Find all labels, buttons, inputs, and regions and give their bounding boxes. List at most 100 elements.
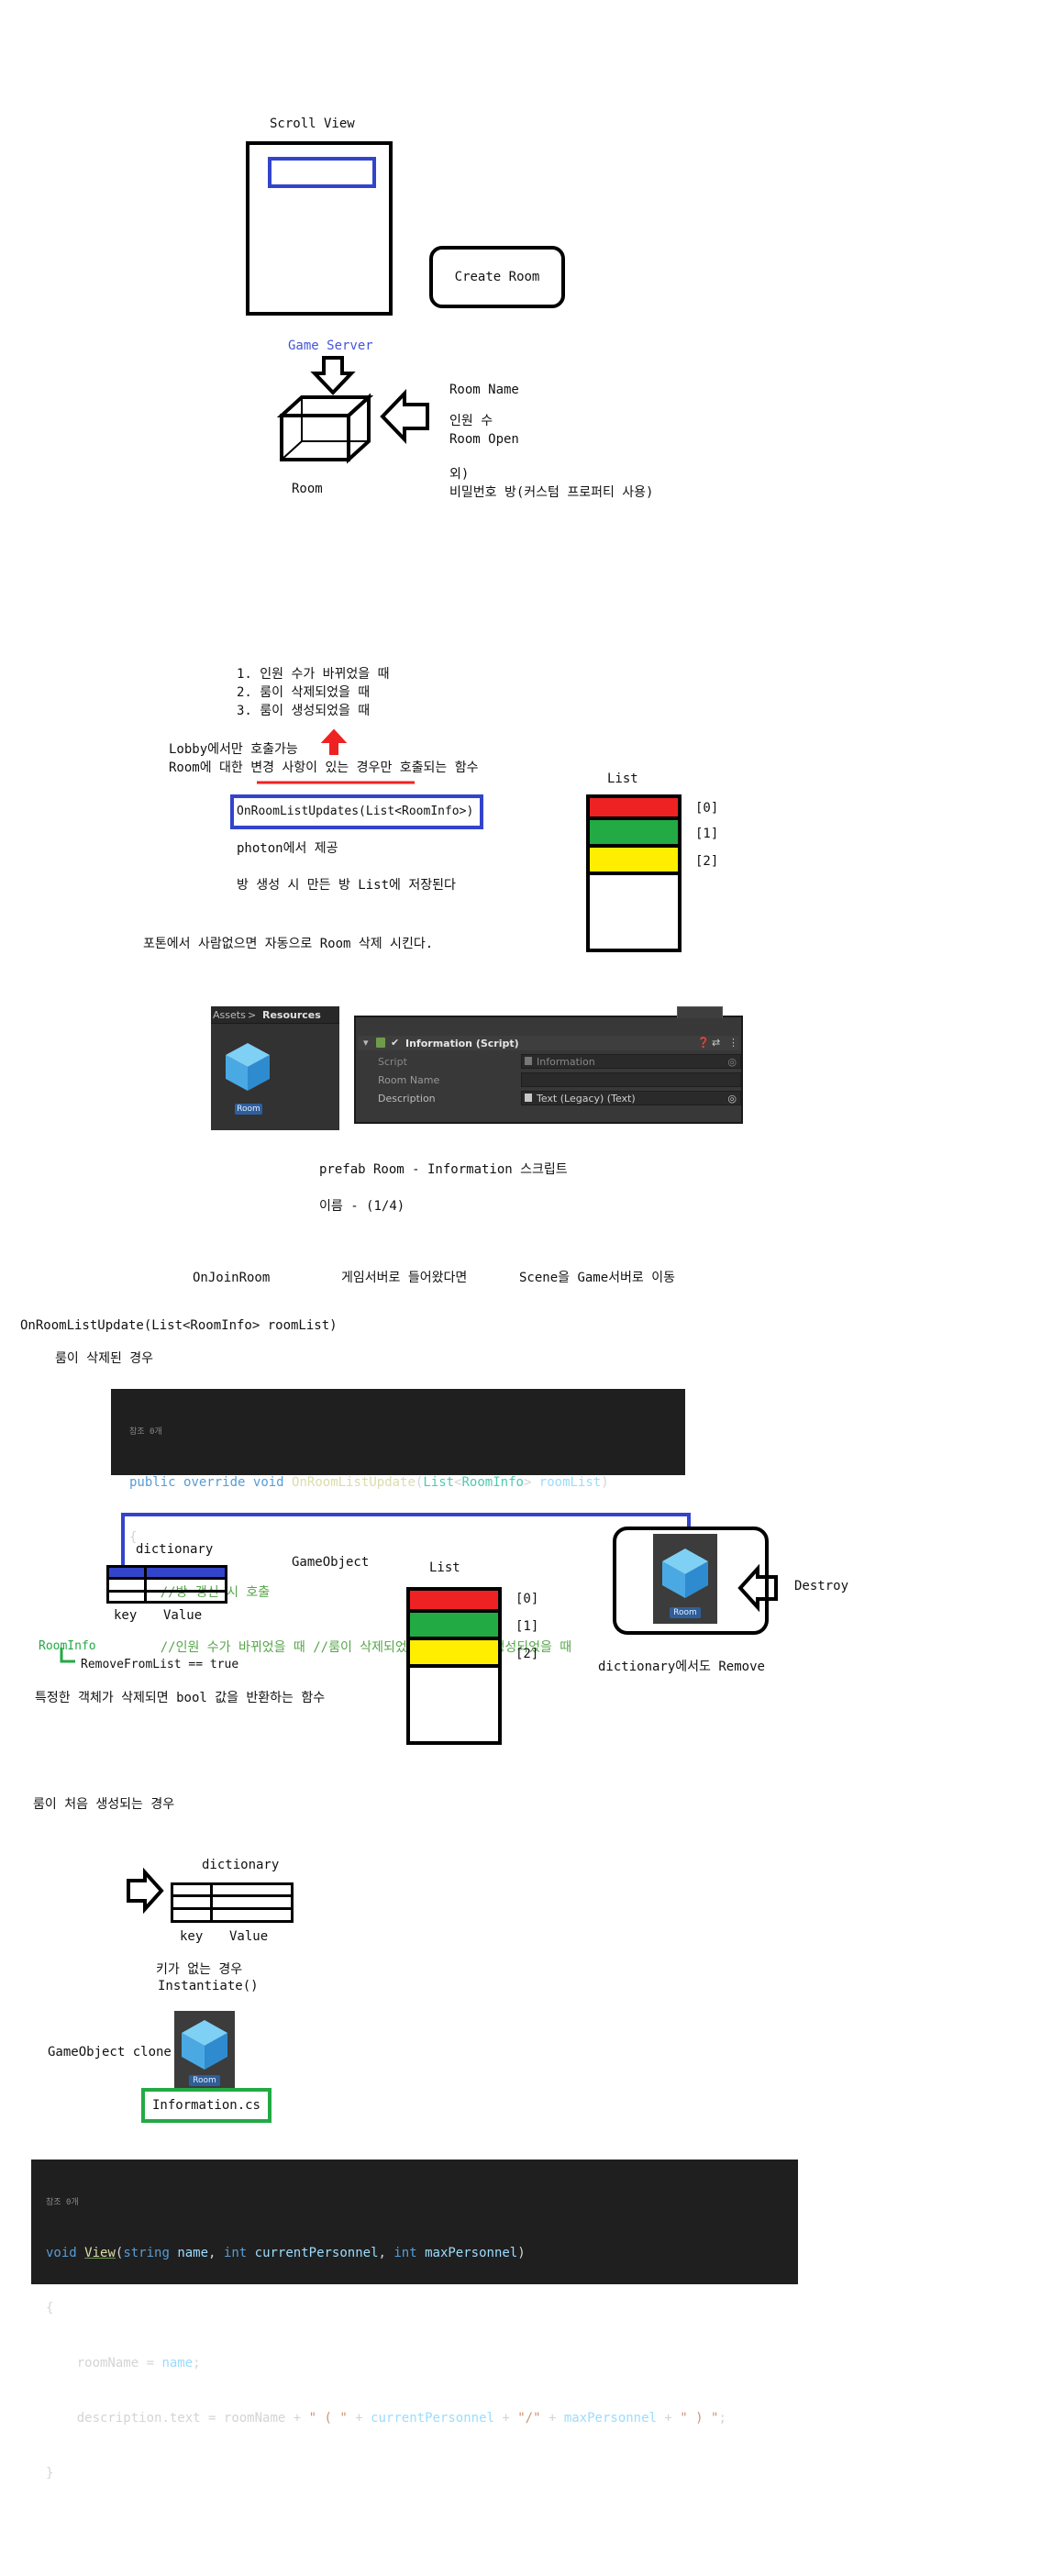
remove-from-list-text: RemoveFromList == true: [81, 1658, 239, 1671]
method-box-label: OnRoomListUpdates(List<RoomInfo>): [237, 805, 474, 818]
instantiate-text: Instantiate(): [158, 1979, 259, 1993]
code2-line3: roomName = name;: [76, 2356, 201, 2371]
list-title: List: [607, 772, 638, 786]
list-item-0: [586, 794, 682, 820]
info-cs-box: [141, 2088, 272, 2123]
row-script-value: Information: [537, 1056, 595, 1068]
list2-index-1: [1]: [515, 1619, 539, 1634]
row-roomname-field[interactable]: [521, 1072, 741, 1087]
list2-item-1: [406, 1613, 502, 1640]
dictionary-table: [106, 1565, 227, 1604]
clone-room-label: Room: [189, 2075, 220, 2086]
inspector-tab[interactable]: [677, 1006, 723, 1018]
code1-public: public: [129, 1475, 176, 1490]
name-format-text: 이름 - (1/4): [319, 1199, 405, 1214]
code1-override: override: [183, 1475, 246, 1490]
info-cs-label: Information.cs: [151, 2098, 260, 2113]
dict-remove-text: dictionary에서도 Remove: [598, 1660, 765, 1674]
photon-provided-text: photon에서 제공: [237, 841, 338, 856]
code2-line5: }: [46, 2466, 54, 2481]
dictionary-key-label: key: [114, 1608, 138, 1623]
clone-cube-icon: [182, 2020, 227, 2070]
down-arrow-icon: [310, 356, 356, 395]
settings-icon[interactable]: ⇄: [712, 1037, 721, 1049]
breadcrumb-resources[interactable]: Resources: [262, 1009, 321, 1021]
row-roomname-label: Room Name: [378, 1074, 440, 1086]
code2-l3-b: name: [161, 2356, 194, 2371]
roominfo-bracket: [60, 1648, 75, 1663]
dictionary2-table: [171, 1882, 294, 1923]
object-picker-icon-2[interactable]: ◎: [727, 1093, 737, 1105]
dictionary2-key-label: key: [180, 1929, 204, 1944]
inspector-panel: ▾ ✔ Information (Script) ❓ ⇄ ⋮ Script In…: [354, 1006, 743, 1124]
create-room-button-label: Create Room: [454, 270, 540, 284]
component-title: Information (Script): [405, 1038, 519, 1049]
desc-suffix: 만 호출되는 함수: [380, 761, 479, 775]
more-icon[interactable]: ⋮: [728, 1037, 738, 1049]
list2-index-2: [2]: [515, 1647, 539, 1661]
project-panel: Assets > Resources Room: [211, 1006, 339, 1130]
scroll-view-box: [246, 141, 393, 316]
text-field-icon: [525, 1094, 532, 1102]
prop-personnel: 인원 수: [449, 414, 493, 428]
code2-l4-s1: " ( ": [308, 2411, 348, 2426]
object-picker-icon: ◎: [727, 1056, 737, 1068]
lobby-only-text: Lobby에서만 호출가능: [169, 742, 298, 757]
code1-line4: //인원 수가 바뀌었을 때 //룸이 삭제되었을 때 //룸이 생성되었을 때: [129, 1640, 572, 1655]
code-block-1: 참조 0개 public override void OnRoomListUpd…: [111, 1389, 685, 1655]
destroy-cube-icon: [662, 1549, 708, 1598]
on-join-room-text: OnJoinRoom: [193, 1271, 271, 1285]
method-box: [230, 794, 483, 829]
room-label: Room: [292, 482, 323, 496]
code1-line2: {: [129, 1530, 138, 1545]
game-server-label: Game Server: [288, 339, 373, 353]
scene-move-text: Scene을 Game서버로 이동: [519, 1271, 675, 1285]
dictionary-label: dictionary: [136, 1542, 214, 1557]
code2-l4-b: text: [169, 2411, 201, 2426]
code2-l4-s3: " ) ": [680, 2411, 719, 2426]
create-room-button[interactable]: [429, 246, 565, 308]
code1-open-paren: (: [415, 1475, 424, 1490]
enable-checkbox[interactable]: ✔: [391, 1037, 400, 1049]
prop-room-open: Room Open: [449, 432, 519, 447]
gameobject-label: GameObject: [292, 1555, 370, 1570]
no-key-text: 키가 없는 경우: [156, 1962, 243, 1977]
list-index-0: [0]: [695, 801, 719, 816]
code2-ref: 참조 0개: [46, 2198, 79, 2207]
code1-method-name: OnRoomListUpdate: [292, 1475, 416, 1490]
inspector-caption: prefab Room - Information 스크립트: [319, 1162, 568, 1177]
prop-etc: 외): [449, 467, 470, 482]
project-breadcrumb: Assets > Resources: [211, 1006, 339, 1024]
prop-room-name: Room Name: [449, 383, 519, 397]
dictionary2-divider-h1: [173, 1894, 291, 1897]
help-icon[interactable]: ❓: [697, 1037, 710, 1049]
breadcrumb-separator: >: [248, 1009, 257, 1021]
row-description-value: Text (Legacy) (Text): [537, 1093, 636, 1105]
room-deleted-text: 룸이 삭제된 경우: [55, 1351, 154, 1366]
breadcrumb-assets[interactable]: Assets: [213, 1009, 246, 1021]
component-header: ▾ ✔ Information (Script) ❓ ⇄ ⋮: [358, 1036, 739, 1050]
script-icon: [376, 1038, 385, 1048]
code2-l4-a: description: [76, 2411, 162, 2426]
code1-type-roominfo: RoomInfo: [461, 1475, 524, 1490]
destroy-label: Destroy: [794, 1579, 849, 1593]
desc-prefix: Room에 대한: [169, 761, 251, 775]
code2-l4-c: roomName: [223, 2411, 286, 2426]
room-created-text: 룸이 처음 생성되는 경우: [33, 1797, 175, 1812]
list2-item-2: [406, 1640, 502, 1668]
code2-p3: maxPersonnel: [425, 2246, 518, 2260]
dictionary-divider-v: [144, 1568, 147, 1601]
row-script-field: Information ◎: [521, 1054, 741, 1069]
clone-room-icon: Room: [174, 2011, 235, 2090]
dictionary-value-label: Value: [163, 1608, 203, 1623]
saved-to-list-text: 방 생성 시 만든 방 List에 저장된다: [237, 878, 456, 893]
prefab-cube-icon[interactable]: [224, 1041, 272, 1093]
row-description-field[interactable]: Text (Legacy) (Text) ◎: [521, 1091, 741, 1105]
right-arrow-icon: [127, 1867, 164, 1915]
code1-void: void: [252, 1475, 284, 1490]
code-block-2: 참조 0개 void View(string name, int current…: [31, 2160, 798, 2481]
blue-connector-line: [121, 1513, 691, 1565]
entered-game-server-text: 게임서버로 들어왔다면: [341, 1271, 468, 1285]
list-item-2: [586, 848, 682, 875]
fold-arrow-icon[interactable]: ▾: [363, 1037, 369, 1049]
